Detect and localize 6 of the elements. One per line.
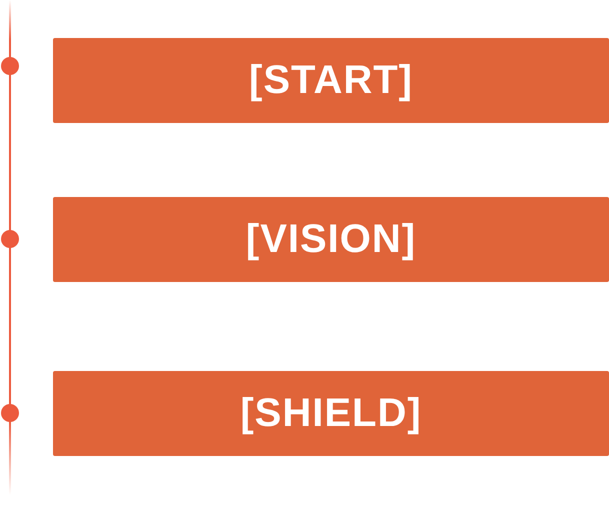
process-box xyxy=(53,371,609,456)
process-box xyxy=(53,38,609,123)
box-label: [VISION] xyxy=(246,217,416,262)
process-box xyxy=(53,197,609,282)
box-label: [START] xyxy=(249,58,413,103)
box-label: [SHIELD] xyxy=(240,391,422,436)
